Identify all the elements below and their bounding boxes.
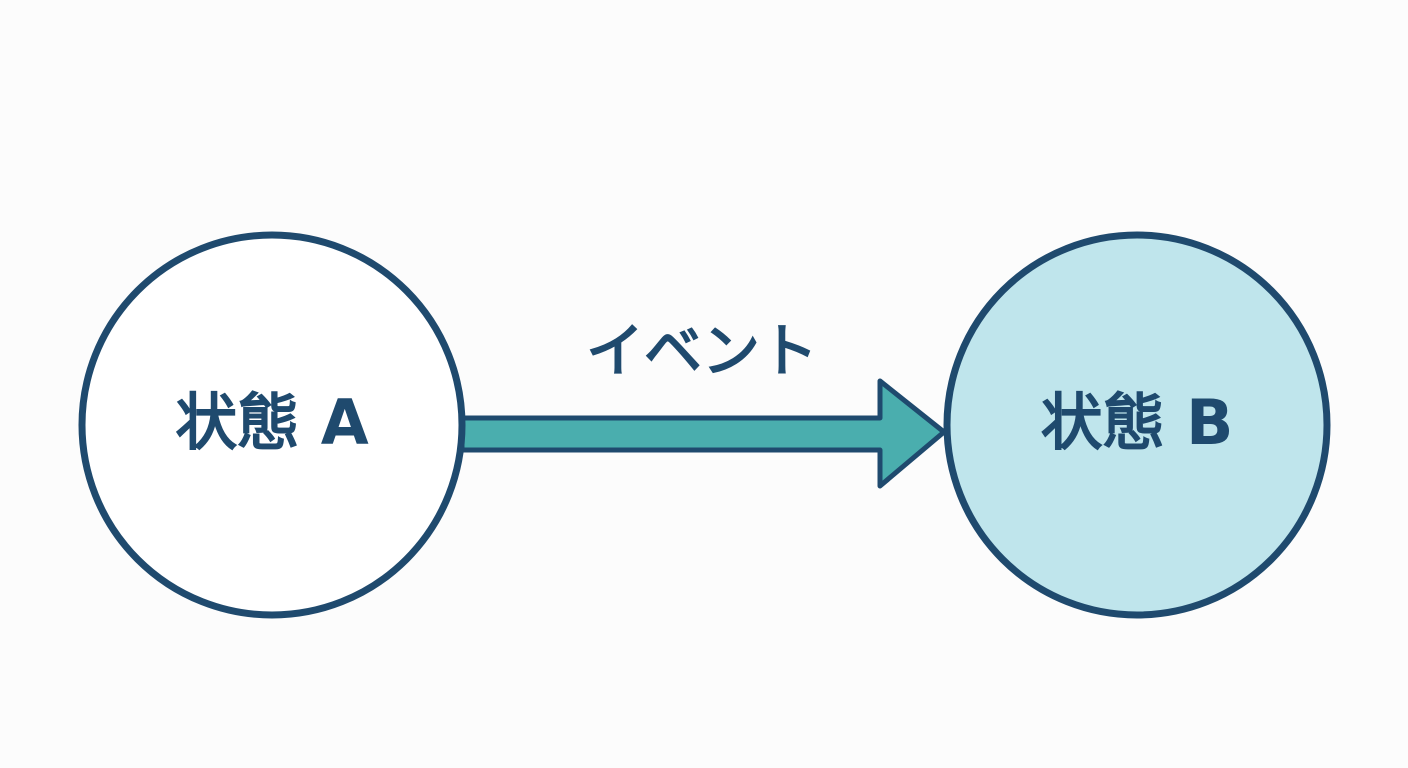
state-a-label: 状態 A bbox=[175, 386, 369, 459]
arrow-shape bbox=[459, 378, 947, 489]
state-b-label: 状態 B bbox=[1041, 386, 1234, 459]
state-node-a: 状態 A bbox=[78, 231, 466, 619]
transition-label: イベント bbox=[586, 317, 818, 385]
state-b-circle bbox=[943, 231, 1331, 619]
state-a-circle bbox=[78, 231, 466, 619]
transition-arrow bbox=[459, 378, 947, 489]
state-node-b: 状態 B bbox=[943, 231, 1331, 619]
